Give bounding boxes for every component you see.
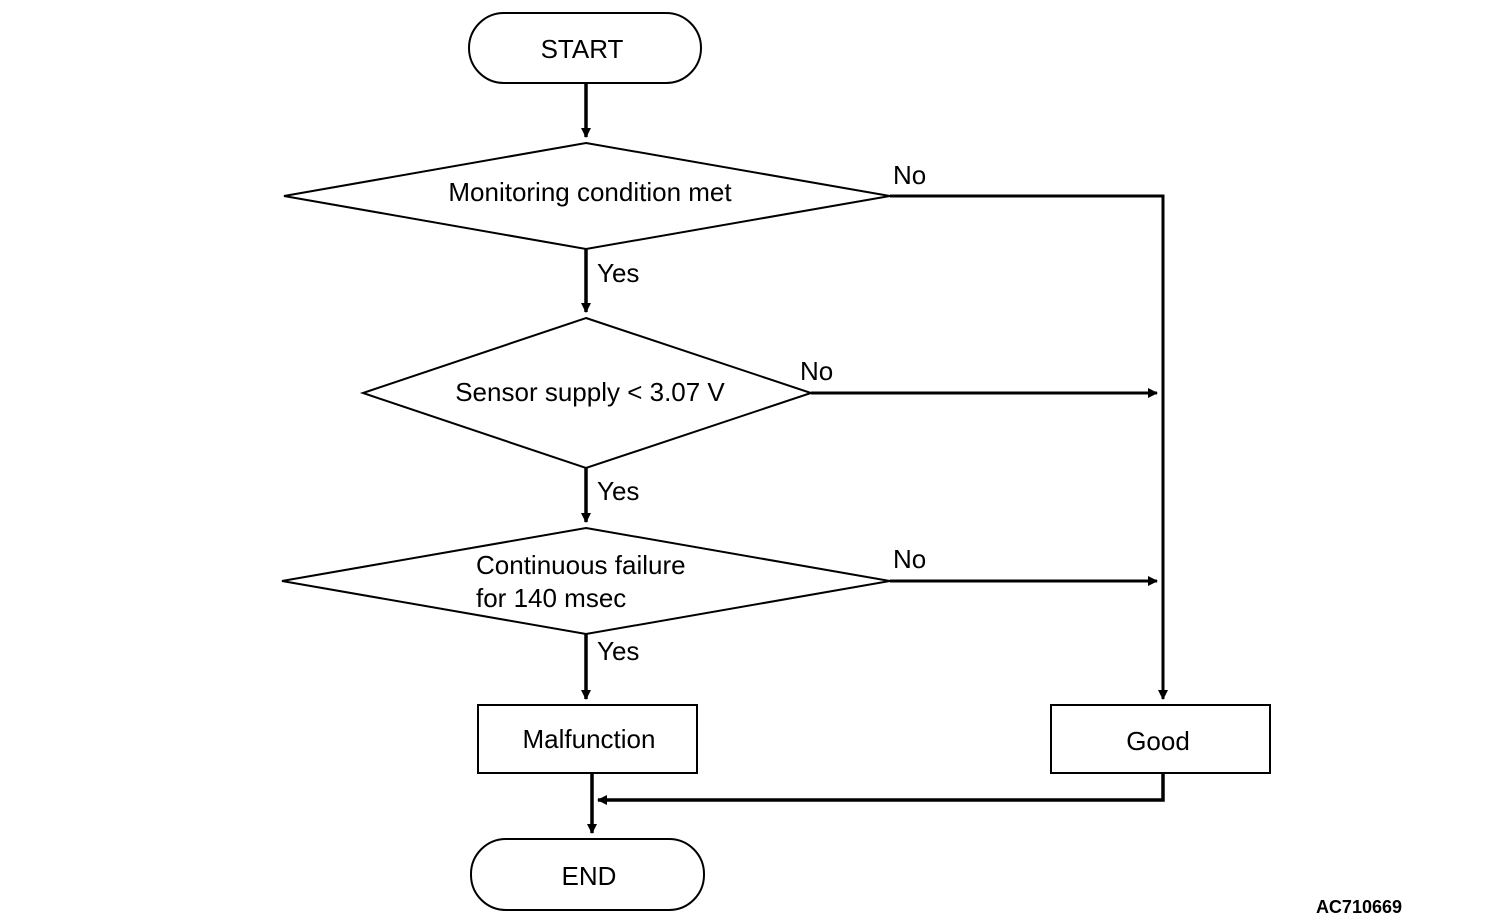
decision-supply: Sensor supply < 3.07 V bbox=[359, 316, 815, 470]
branch-supply-yes: Yes bbox=[597, 476, 639, 506]
branch-continuous-no: No bbox=[893, 544, 926, 574]
decision-monitoring: Monitoring condition met bbox=[283, 141, 891, 251]
figure-id: AC710669 bbox=[1316, 897, 1402, 917]
connector-monitoring-no bbox=[890, 194, 1168, 700]
branch-monitoring-yes: Yes bbox=[597, 258, 639, 288]
branch-monitoring-no: No bbox=[893, 160, 926, 190]
start-terminal: START bbox=[468, 12, 702, 84]
end-terminal: END bbox=[470, 838, 705, 911]
good-box: Good bbox=[1050, 704, 1271, 774]
decision-continuous: Continuous failure for 140 msec bbox=[281, 526, 891, 636]
decision-monitoring-label: Monitoring condition met bbox=[448, 177, 732, 207]
branch-continuous-yes: Yes bbox=[597, 636, 639, 666]
decision-continuous-label-line1: Continuous failure bbox=[476, 550, 686, 580]
good-label: Good bbox=[1126, 726, 1190, 756]
branch-supply-no: No bbox=[800, 356, 833, 386]
malfunction-box: Malfunction bbox=[477, 704, 698, 774]
connector-good-to-merge bbox=[597, 773, 1165, 805]
start-label: START bbox=[541, 34, 624, 64]
decision-continuous-label-line2: for 140 msec bbox=[476, 583, 626, 613]
decision-supply-label: Sensor supply < 3.07 V bbox=[455, 377, 725, 407]
malfunction-label: Malfunction bbox=[523, 724, 656, 754]
end-label: END bbox=[562, 861, 617, 891]
